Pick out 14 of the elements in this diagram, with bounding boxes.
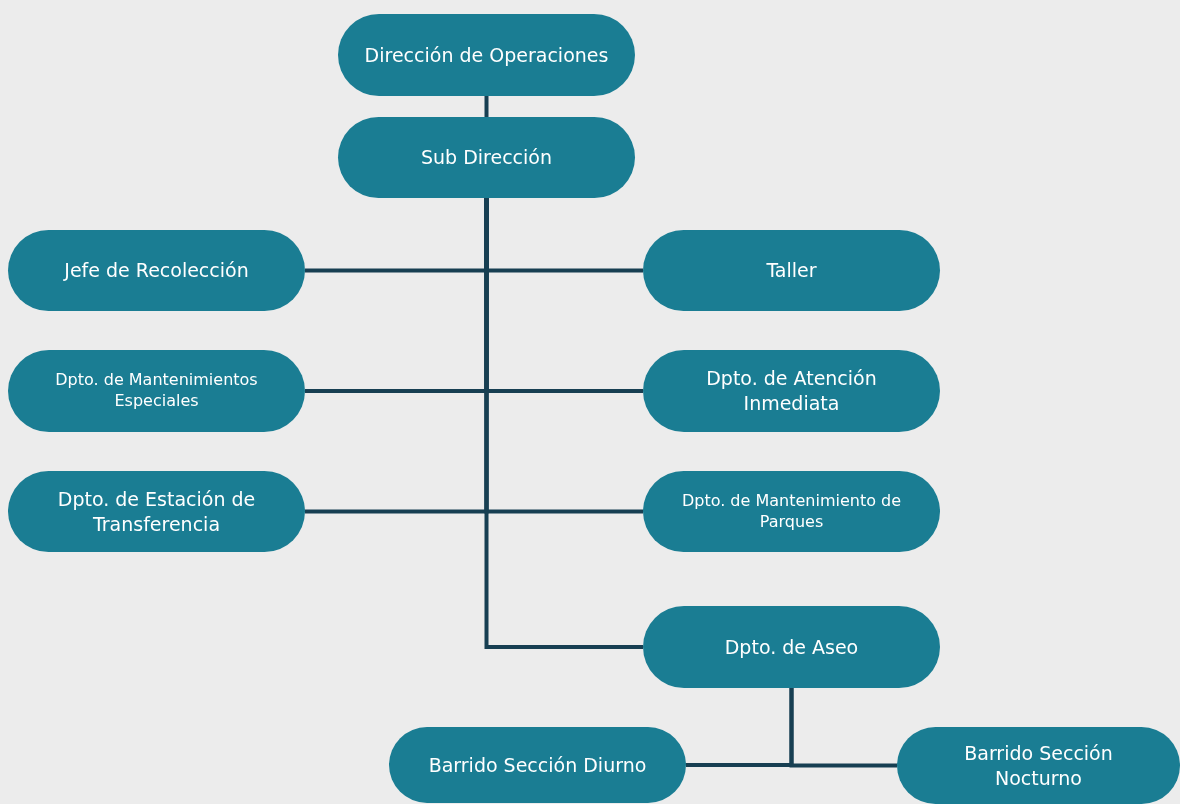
unit-title: Dirección de Operaciones (364, 43, 609, 66)
unit-title: Barrido Sección Nocturno (964, 741, 1113, 789)
org-unit-box (897, 727, 1180, 804)
unit-title: Jefe de Recolección (64, 259, 249, 282)
unit-title: Taller (766, 259, 817, 282)
connector-line (484, 96, 489, 117)
unit-title: Dpto. de Estación de Transferencia (57, 487, 256, 535)
unit-title: Sub Dirección (420, 146, 552, 169)
unit-title: Dpto. de Mantenimientos Especiales (55, 370, 258, 410)
unit-title: Dpto. de Atención Inmediata (706, 367, 877, 414)
connector-line (789, 688, 897, 768)
unit-title: Dpto. de Aseo (724, 635, 859, 658)
unit-title: Dpto. de Mantenimiento de Parques (681, 490, 902, 531)
unit-title: Barrido Sección Diurno (428, 753, 647, 776)
